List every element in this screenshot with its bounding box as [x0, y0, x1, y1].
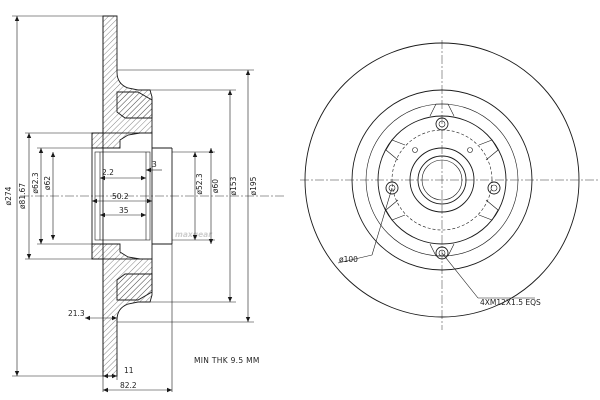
watermark-text: maxgear: [175, 230, 213, 239]
hub-spoke-nw: [385, 139, 406, 161]
dim-hub-diameter: ø81.67: [18, 183, 27, 209]
bolt-hole-right: [487, 181, 501, 195]
dim-bore-a: ø62.3: [31, 172, 40, 194]
hub-spoke-ne: [478, 139, 499, 161]
bolt-hole-top: [435, 117, 449, 131]
hub-boss: [409, 147, 475, 213]
thread-label: 4XM12X1.5 EQS: [480, 298, 541, 307]
front-view: ø100 4XM12X1.5 EQS: [300, 40, 600, 330]
bolt-hole-left: [385, 181, 399, 195]
dim-step-a: 2.2: [102, 168, 114, 177]
section-upper-flange: [91, 15, 153, 149]
center-bore: [417, 155, 467, 205]
dim-thickness: 11: [124, 366, 134, 375]
section-view: ø274 ø81.67 ø62.3 ø62 ø52.3 ø60 ø153 ø19…: [4, 15, 285, 393]
section-hub-outline: [91, 132, 153, 260]
thread-leader-line: [441, 252, 479, 299]
section-upper-rib: [116, 91, 153, 119]
min-thickness-note: MIN THK 9.5 MM: [194, 356, 260, 365]
hub-spoke-sw: [385, 199, 406, 221]
hub-spoke-n: [429, 103, 455, 117]
dim-pcd-outer: ø195: [249, 176, 258, 195]
locating-hole-ne: [467, 147, 473, 153]
dim-bearing-b: ø60: [211, 179, 220, 193]
pcd-leader-tail: [337, 254, 373, 264]
pcd-leader-line: [371, 187, 393, 256]
locating-hole-nw: [412, 147, 418, 153]
pcd-label: ø100: [339, 255, 358, 264]
center-bore-inner: [421, 159, 463, 201]
dim-outer-diameter: ø274: [4, 186, 13, 205]
dim-depth-b: 35: [119, 206, 129, 215]
dim-bearing-a: ø52.3: [195, 173, 204, 195]
section-lower-rib: [116, 273, 153, 301]
watermark: maxgear: [175, 230, 213, 239]
hub-flange-edge: [377, 115, 507, 245]
disc-outer-edge: [304, 42, 580, 318]
dim-offset: 21.3: [68, 309, 85, 318]
section-lower-flange: [91, 243, 153, 377]
dim-step-b: 3: [152, 160, 157, 169]
friction-ring-inner-edge: [351, 89, 533, 271]
bolt-hole-bottom: [435, 246, 449, 260]
hub-spoke-se: [478, 199, 499, 221]
dim-pcd-inner: ø153: [229, 176, 238, 195]
dim-overall-height: 82.2: [120, 381, 137, 390]
dim-depth-a: 50.2: [112, 192, 129, 201]
dim-bore-b: ø62: [43, 176, 52, 190]
section-bore: [94, 151, 151, 241]
